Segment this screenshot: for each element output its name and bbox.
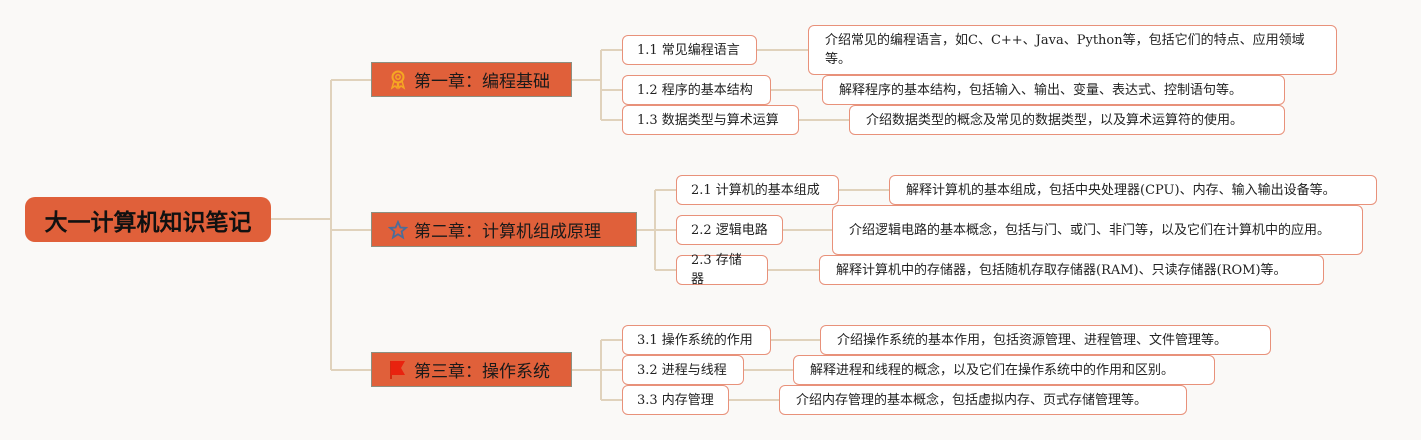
award-ribbon-icon xyxy=(388,70,408,90)
section-desc: 介绍内存管理的基本概念，包括虚拟内存、页式存储管理等。 xyxy=(796,392,1148,408)
section-label: 3.2 进程与线程 xyxy=(637,362,727,378)
section-2-3-desc[interactable]: 解释计算机中的存储器，包括随机存取存储器(RAM)、只读存储器(ROM)等。 xyxy=(819,255,1324,285)
section-3-3-desc[interactable]: 介绍内存管理的基本概念，包括虚拟内存、页式存储管理等。 xyxy=(779,385,1187,415)
section-desc: 解释计算机中的存储器，包括随机存取存储器(RAM)、只读存储器(ROM)等。 xyxy=(836,262,1287,278)
flag-icon xyxy=(388,360,408,380)
section-3-2-desc[interactable]: 解释进程和线程的概念，以及它们在操作系统中的作用和区别。 xyxy=(793,355,1215,385)
section-desc: 解释程序的基本结构，包括输入、输出、变量、表达式、控制语句等。 xyxy=(839,82,1243,98)
chapter-3-node[interactable]: 第三章：操作系统 xyxy=(371,352,572,387)
section-1-2[interactable]: 1.2 程序的基本结构 xyxy=(622,75,771,105)
chapter-3-title: 第三章：操作系统 xyxy=(414,362,550,382)
section-1-1[interactable]: 1.1 常见编程语言 xyxy=(622,35,757,65)
section-desc: 介绍操作系统的基本作用，包括资源管理、进程管理、文件管理等。 xyxy=(837,332,1228,348)
section-1-3[interactable]: 1.3 数据类型与算术运算 xyxy=(622,105,799,135)
section-label: 1.3 数据类型与算术运算 xyxy=(637,112,779,128)
section-1-3-desc[interactable]: 介绍数据类型的概念及常见的数据类型，以及算术运算符的使用。 xyxy=(849,105,1285,135)
section-label: 3.1 操作系统的作用 xyxy=(637,332,753,348)
section-label: 3.3 内存管理 xyxy=(637,392,714,408)
section-3-3[interactable]: 3.3 内存管理 xyxy=(622,385,729,415)
chapter-1-title: 第一章：编程基础 xyxy=(414,72,550,92)
section-3-1[interactable]: 3.1 操作系统的作用 xyxy=(622,325,771,355)
section-desc: 介绍数据类型的概念及常见的数据类型，以及算术运算符的使用。 xyxy=(866,112,1244,128)
chapter-2-title: 第二章：计算机组成原理 xyxy=(414,222,601,242)
chapter-2-node[interactable]: 第二章：计算机组成原理 xyxy=(371,212,637,247)
section-desc: 解释计算机的基本组成，包括中央处理器(CPU)、内存、输入输出设备等。 xyxy=(906,182,1336,198)
section-label: 2.2 逻辑电路 xyxy=(691,222,768,238)
section-desc: 介绍常见的编程语言，如C、C++、Java、Python等，包括它们的特点、应用… xyxy=(825,33,1305,67)
star-icon xyxy=(388,219,408,240)
section-label: 1.1 常见编程语言 xyxy=(637,42,740,58)
section-2-2-desc[interactable]: 介绍逻辑电路的基本概念，包括与门、或门、非门等，以及它们在计算机中的应用。 xyxy=(832,205,1363,255)
section-2-2[interactable]: 2.2 逻辑电路 xyxy=(676,215,783,245)
section-3-2[interactable]: 3.2 进程与线程 xyxy=(622,355,744,385)
section-desc: 介绍逻辑电路的基本概念，包括与门、或门、非门等，以及它们在计算机中的应用。 xyxy=(849,222,1331,238)
section-2-3[interactable]: 2.3 存储器 xyxy=(676,253,768,287)
chapter-1-node[interactable]: 第一章：编程基础 xyxy=(371,62,572,97)
section-label: 1.2 程序的基本结构 xyxy=(637,82,753,98)
section-label: 2.1 计算机的基本组成 xyxy=(691,182,820,198)
root-title: 大一计算机知识笔记 xyxy=(44,209,252,236)
section-label: 2.3 存储器 xyxy=(691,253,742,287)
root-topic[interactable]: 大一计算机知识笔记 xyxy=(25,197,271,242)
section-3-1-desc[interactable]: 介绍操作系统的基本作用，包括资源管理、进程管理、文件管理等。 xyxy=(820,325,1271,355)
section-2-1[interactable]: 2.1 计算机的基本组成 xyxy=(676,175,839,205)
section-2-1-desc[interactable]: 解释计算机的基本组成，包括中央处理器(CPU)、内存、输入输出设备等。 xyxy=(889,175,1377,205)
section-1-2-desc[interactable]: 解释程序的基本结构，包括输入、输出、变量、表达式、控制语句等。 xyxy=(822,75,1285,105)
section-1-1-desc[interactable]: 介绍常见的编程语言，如C、C++、Java、Python等，包括它们的特点、应用… xyxy=(808,25,1337,75)
section-desc: 解释进程和线程的概念，以及它们在操作系统中的作用和区别。 xyxy=(810,362,1175,378)
